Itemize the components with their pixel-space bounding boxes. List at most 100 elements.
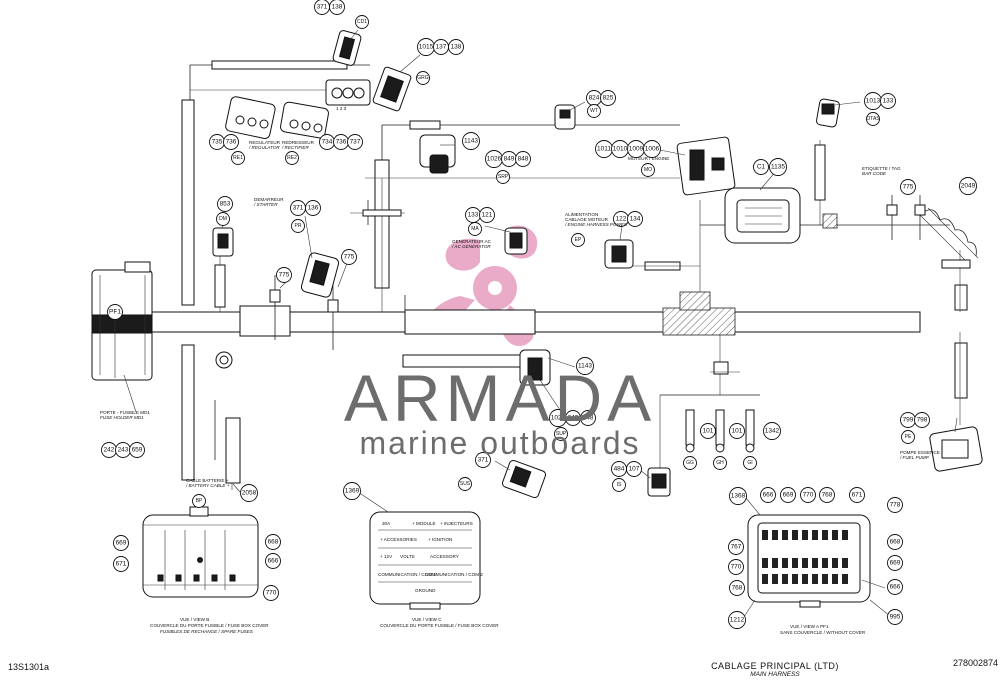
svg-text:371: 371 — [478, 457, 489, 464]
callout-c824: 824 — [586, 90, 602, 106]
title-block: CABLAGE PRINCIPAL (LTD) MAIN HARNESS — [660, 661, 890, 678]
view-c-r4b: COMMUNICATION / COM 2 — [425, 572, 483, 577]
callout-c775c: 775 — [341, 249, 357, 265]
label-ac-generator: / AC GENERATOR — [451, 244, 491, 249]
code-ep: EP — [571, 233, 585, 247]
svg-text:799: 799 — [903, 417, 914, 424]
svg-text:849: 849 — [504, 156, 515, 163]
view-c-r1b: + MODULE — [412, 521, 436, 526]
view-b-line2: FUSIBLES DE RECHANGE / SPARE FUSES — [160, 629, 254, 634]
callout-c1135: 1135 — [769, 158, 787, 176]
svg-text:770: 770 — [266, 590, 277, 597]
callout-c2049: 2049 — [959, 177, 977, 195]
svg-text:1212: 1212 — [730, 617, 745, 624]
regulator-re1 — [225, 96, 276, 139]
label-engine-harness-power: / ENGINE HARNESS POWER — [564, 222, 628, 227]
callout-c798: 798 — [914, 412, 930, 428]
code-ma: MA — [468, 222, 482, 236]
callout-c2058: 2058 — [240, 484, 258, 502]
callout-c768a: 768 — [819, 487, 835, 503]
label-porte-fusible: PORTE - FUSIBLE MD1 — [100, 410, 150, 415]
connector-srp — [419, 134, 456, 174]
view-c-line1: COUVERCLE DU PORTE FUSIBLE / FUSE BOX CO… — [380, 623, 499, 628]
svg-text:RE2: RE2 — [287, 155, 297, 161]
svg-text:778: 778 — [890, 502, 901, 509]
callout-c1011: 1011 — [595, 140, 613, 158]
svg-text:2049: 2049 — [961, 183, 976, 190]
svg-text:853: 853 — [220, 201, 231, 208]
svg-text:IS: IS — [617, 482, 622, 488]
connector-sus — [501, 459, 547, 499]
svg-text:136: 136 — [308, 205, 319, 212]
connector-grg — [372, 66, 412, 112]
harness-trunk — [149, 60, 968, 490]
sensor-wt — [554, 104, 576, 130]
svg-text:671: 671 — [116, 561, 127, 568]
callout-c1342: 1342 — [763, 422, 781, 440]
svg-text:848: 848 — [518, 156, 529, 163]
sensor-otas — [816, 98, 840, 128]
label-redresseur: REDRESSEUR — [282, 140, 315, 145]
ring-terminals — [215, 351, 755, 453]
svg-text:734: 734 — [322, 139, 333, 146]
svg-text:736: 736 — [226, 139, 237, 146]
svg-text:134: 134 — [630, 216, 641, 223]
callout-c775b: 775 — [276, 267, 292, 283]
callout-c736a: 736 — [223, 134, 239, 150]
engine-module-mo — [676, 136, 736, 196]
view-b-fuse-box-cover — [142, 506, 259, 598]
svg-text:668: 668 — [890, 539, 901, 546]
callout-c138b: 138 — [448, 39, 464, 55]
drawing-code: 13S1301a — [8, 662, 50, 672]
svg-text:DM: DM — [219, 216, 227, 222]
svg-text:484: 484 — [614, 466, 625, 473]
callout-c101a: 101 — [700, 423, 716, 439]
view-c-title: VUE / VIEW C — [412, 617, 442, 622]
connector-ep — [604, 239, 634, 269]
svg-text:2058: 2058 — [242, 490, 257, 497]
svg-text:1342: 1342 — [765, 428, 780, 435]
callout-c1006: 1006 — [643, 140, 661, 158]
svg-text:1135: 1135 — [771, 164, 785, 171]
svg-text:666: 666 — [763, 492, 774, 499]
callout-c133b: 133 — [465, 207, 481, 223]
svg-text:798: 798 — [917, 417, 928, 424]
connector-c1 — [724, 187, 801, 244]
svg-text:666: 666 — [268, 558, 279, 565]
svg-text:1013: 1013 — [866, 98, 881, 105]
callout-c666b: 666 — [760, 487, 776, 503]
callout-c669c: 669 — [887, 555, 903, 571]
callout-c666a: 666 — [265, 553, 281, 569]
svg-text:737: 737 — [350, 139, 361, 146]
svg-text:GI: GI — [747, 460, 752, 466]
svg-text:1026: 1026 — [487, 156, 502, 163]
callout-c669a: 669 — [113, 535, 129, 551]
view-c-fuse-box-cover — [369, 511, 481, 610]
callout-c775a: 775 — [900, 179, 916, 195]
svg-text:775: 775 — [344, 254, 355, 261]
code-pr: PR — [291, 219, 305, 233]
callout-c767: 767 — [728, 539, 744, 555]
code-otas: OTAS — [866, 112, 880, 126]
connector-cd1 — [332, 30, 362, 66]
view-a-fuse-box-open — [747, 514, 871, 608]
svg-text:SRP: SRP — [498, 174, 509, 180]
callout-c849b: 849 — [565, 410, 581, 426]
fuel-pump-pe — [929, 426, 983, 472]
view-b-line1: COUVERCLE DU PORTE FUSIBLE / FUSE BOX CO… — [150, 623, 269, 628]
view-c-r2a: + ACCESSORIES — [380, 537, 417, 542]
svg-text:371: 371 — [293, 205, 304, 212]
svg-text:WT: WT — [590, 108, 598, 114]
callout-c134: 134 — [627, 211, 643, 227]
callout-c371a: 371 — [314, 0, 330, 15]
callout-c1015: 1015 — [417, 38, 435, 56]
svg-text:BP: BP — [196, 498, 203, 504]
callout-c1010: 1010 — [611, 140, 629, 158]
label-bar-code: BAR CODE — [862, 171, 887, 176]
svg-text:1006: 1006 — [645, 146, 660, 153]
connector-sup — [519, 349, 551, 386]
view-b-title: VUE / VIEW B — [180, 617, 209, 622]
brand-title: ARMADA — [343, 361, 657, 435]
